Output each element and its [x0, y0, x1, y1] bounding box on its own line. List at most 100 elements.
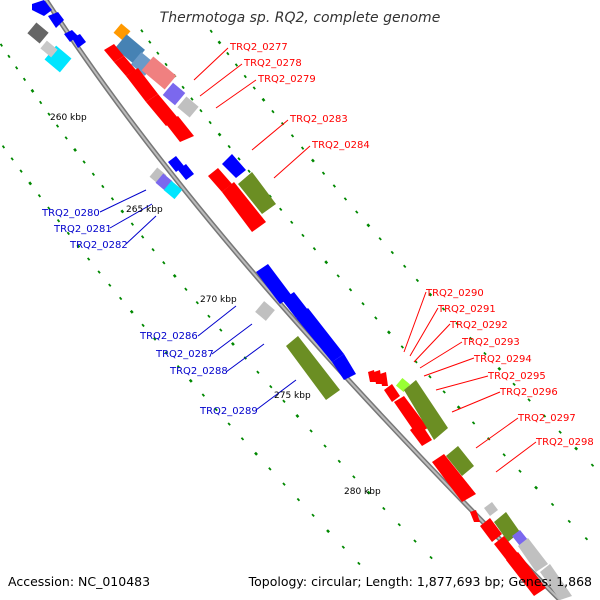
reverse-cds-feature[interactable]: [48, 12, 64, 28]
tick-mark: [300, 146, 305, 150]
forward-cds-feature[interactable]: [114, 56, 136, 76]
tick-mark: [574, 446, 579, 451]
gene-label-reverse[interactable]: TRQ2_0289: [199, 406, 258, 417]
reverse-cds-feature[interactable]: [72, 34, 86, 48]
cog-block-green[interactable]: [238, 172, 276, 214]
tick-mark: [584, 536, 589, 541]
tick-mark: [140, 235, 145, 239]
tick-mark: [39, 100, 43, 105]
tick-mark: [558, 430, 562, 434]
tick-mark: [323, 444, 327, 448]
forward-cds-feature[interactable]: [432, 454, 476, 502]
forward-cds-feature[interactable]: [208, 168, 232, 192]
tick-mark: [219, 328, 223, 332]
gene-label-forward[interactable]: TRQ2_0279: [257, 74, 316, 85]
gene-label-forward[interactable]: TRQ2_0284: [311, 140, 370, 151]
gene-label-forward[interactable]: TRQ2_0277: [229, 42, 288, 53]
gene-label-reverse[interactable]: TRQ2_0280: [41, 208, 100, 219]
feature-cluster-bottom-right: [432, 446, 572, 600]
tick-mark: [312, 247, 317, 251]
forward-cds-feature[interactable]: [222, 182, 266, 232]
tick-mark: [261, 97, 266, 102]
tick-mark: [176, 365, 181, 369]
reverse-cds-feature[interactable]: [296, 308, 344, 362]
reverse-cds-feature[interactable]: [168, 156, 184, 172]
tick-mark: [429, 555, 433, 560]
cog-block-gray[interactable]: [27, 22, 49, 44]
gene-label-reverse[interactable]: TRQ2_0287: [155, 349, 214, 360]
gene-label-forward[interactable]: TRQ2_0290: [425, 288, 484, 299]
cog-block-lightgray[interactable]: [40, 40, 58, 58]
forward-cds-feature[interactable]: [470, 510, 480, 522]
tick-mark: [164, 351, 169, 355]
tick-mark: [110, 197, 115, 201]
gene-label-forward[interactable]: TRQ2_0291: [437, 304, 496, 315]
gene-label-forward[interactable]: TRQ2_0283: [289, 114, 348, 125]
cog-block-cyan[interactable]: [163, 180, 183, 200]
reverse-cds-feature[interactable]: [222, 154, 246, 178]
tick-mark: [47, 112, 51, 116]
forward-cds-feature[interactable]: [368, 370, 376, 382]
accession-text: Accession: NC_010483: [8, 574, 150, 589]
tick-mark: [271, 109, 275, 114]
tick-mark: [237, 157, 241, 161]
cog-block-gray[interactable]: [484, 502, 498, 516]
cog-block-pink[interactable]: [141, 56, 177, 90]
reverse-cds-feature[interactable]: [332, 354, 356, 380]
tick-mark: [252, 86, 256, 90]
cog-block-gray[interactable]: [540, 564, 572, 600]
tick-mark: [199, 108, 203, 113]
forward-cds-feature[interactable]: [380, 372, 388, 386]
reverse-cds-feature[interactable]: [256, 264, 292, 304]
gene-label-reverse[interactable]: TRQ2_0282: [69, 240, 128, 251]
forward-cds-feature[interactable]: [166, 116, 194, 142]
forward-cds-feature[interactable]: [506, 552, 546, 596]
cog-block-steel[interactable]: [115, 34, 145, 64]
tick-mark: [428, 375, 432, 379]
reverse-cds-feature[interactable]: [282, 292, 308, 318]
reverse-cds-feature[interactable]: [64, 30, 78, 42]
forward-cds-feature[interactable]: [384, 384, 400, 402]
gene-label-reverse[interactable]: TRQ2_0288: [169, 366, 228, 377]
gene-label-forward[interactable]: TRQ2_0278: [243, 58, 302, 69]
tick-mark: [66, 231, 70, 236]
tick-mark: [455, 321, 459, 326]
tick-mark: [256, 370, 260, 374]
tick-mark: [542, 414, 547, 418]
tick-mark: [366, 223, 371, 228]
forward-cds-feature[interactable]: [146, 94, 178, 126]
forward-cds-feature[interactable]: [410, 422, 432, 446]
tick-mark: [190, 97, 194, 101]
cog-block-green[interactable]: [446, 446, 474, 476]
gene-label-reverse[interactable]: TRQ2_0286: [139, 331, 198, 342]
gene-label-forward[interactable]: TRQ2_0292: [449, 320, 508, 331]
reverse-cds-feature[interactable]: [32, 0, 52, 16]
tick-mark: [309, 429, 313, 433]
tick-mark: [337, 459, 342, 464]
gene-label-forward[interactable]: TRQ2_0294: [473, 354, 532, 365]
cog-block-purple[interactable]: [162, 82, 186, 106]
forward-cds-feature[interactable]: [374, 370, 382, 384]
gene-label-forward[interactable]: TRQ2_0298: [535, 437, 594, 448]
tick-mark: [230, 341, 235, 346]
tick-mark: [403, 264, 407, 269]
cog-block-green[interactable]: [404, 380, 448, 440]
gene-label-forward[interactable]: TRQ2_0295: [487, 371, 546, 382]
cog-block-gray[interactable]: [177, 96, 199, 118]
tick-mark: [290, 220, 294, 225]
forward-cds-feature[interactable]: [126, 68, 158, 102]
cog-block-gray[interactable]: [518, 538, 548, 572]
tick-mark: [332, 184, 337, 188]
forward-cds-feature[interactable]: [480, 518, 502, 542]
cog-block-green[interactable]: [494, 512, 520, 542]
tick-mark: [86, 257, 91, 261]
tick-mark: [348, 288, 353, 292]
gene-label-reverse[interactable]: TRQ2_0281: [53, 224, 112, 235]
cog-block-green[interactable]: [286, 336, 340, 400]
cog-block-gray[interactable]: [255, 301, 275, 321]
forward-cds-feature[interactable]: [104, 44, 124, 62]
gene-label-forward[interactable]: TRQ2_0293: [461, 337, 520, 348]
reverse-cds-feature[interactable]: [178, 164, 194, 180]
gene-label-forward[interactable]: TRQ2_0296: [499, 387, 558, 398]
gene-label-forward[interactable]: TRQ2_0297: [517, 413, 576, 424]
